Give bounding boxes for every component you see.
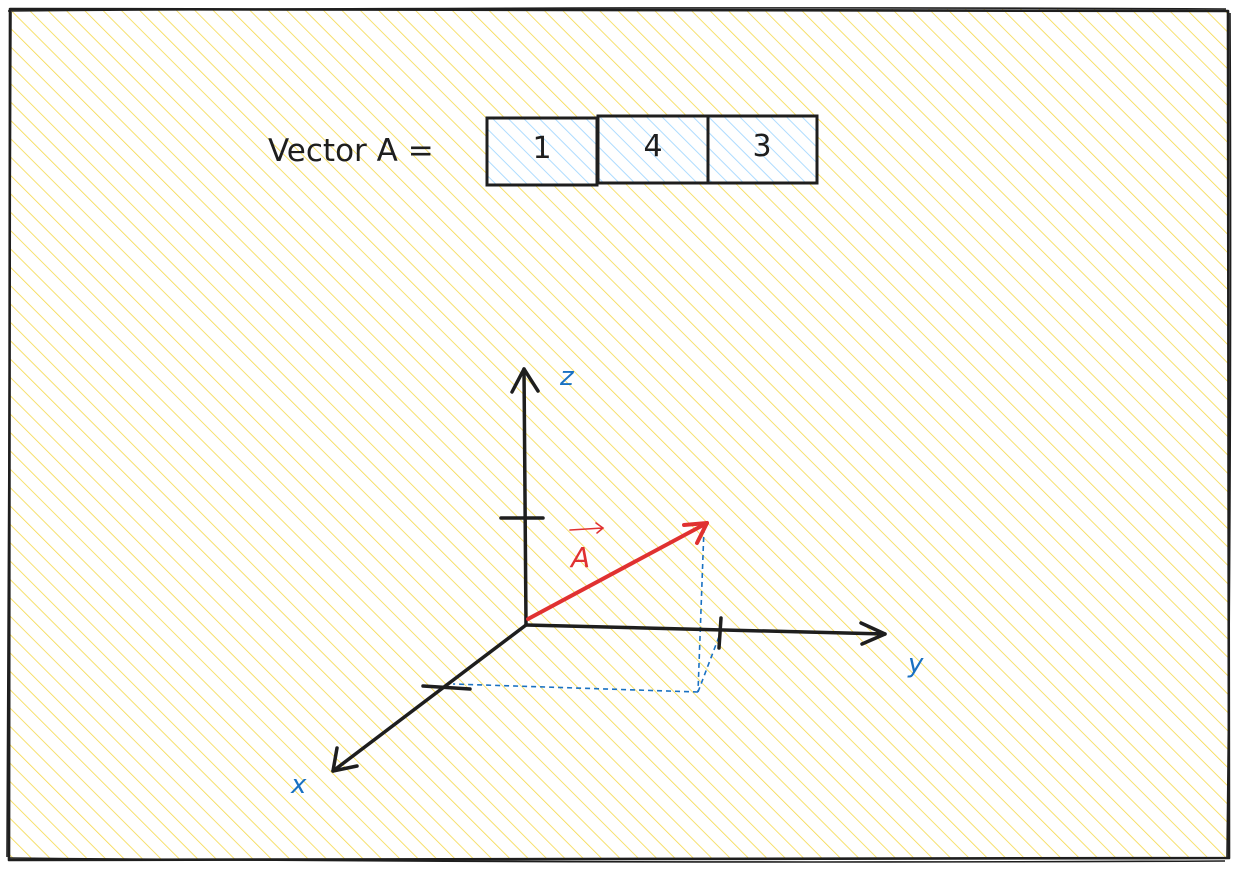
- vector-a: [526, 521, 709, 621]
- axes: [331, 367, 887, 773]
- z-axis-label: z: [559, 362, 575, 392]
- y-axis-arrowhead: [859, 621, 887, 646]
- projection-vertical: [697, 527, 705, 693]
- vector-arrow-accent-icon: [569, 522, 605, 534]
- x-axis-arrowhead: [331, 746, 359, 773]
- y-axis: [524, 623, 887, 636]
- y-axis-label: y: [907, 649, 924, 679]
- vector-a-label: A: [569, 541, 590, 574]
- vector-cell-2: 4: [596, 114, 710, 185]
- x-axis-label: x: [290, 770, 307, 800]
- z-axis: [522, 367, 528, 627]
- vector-cell-2-value: 4: [643, 129, 662, 164]
- x-axis-tick: [421, 684, 472, 691]
- equation-label: Vector A =: [268, 133, 434, 169]
- vector-a-arrowhead: [682, 521, 709, 545]
- y-axis-tick: [717, 616, 723, 650]
- x-axis: [331, 623, 528, 773]
- vector-a-line: [526, 521, 709, 621]
- vector-cell-3-value: 3: [752, 129, 771, 164]
- vector-cell-3: 3: [706, 114, 819, 185]
- projection-lines: [452, 527, 721, 693]
- projection-to-x: [452, 683, 699, 693]
- vector-component-cells: 1 4 3: [485, 114, 819, 187]
- z-axis-arrowhead: [510, 367, 540, 394]
- vector-cell-1-value: 1: [532, 131, 551, 166]
- vector-a-label-group: A: [569, 522, 605, 574]
- vector-cell-1: 1: [485, 116, 599, 187]
- projection-to-y: [697, 633, 721, 693]
